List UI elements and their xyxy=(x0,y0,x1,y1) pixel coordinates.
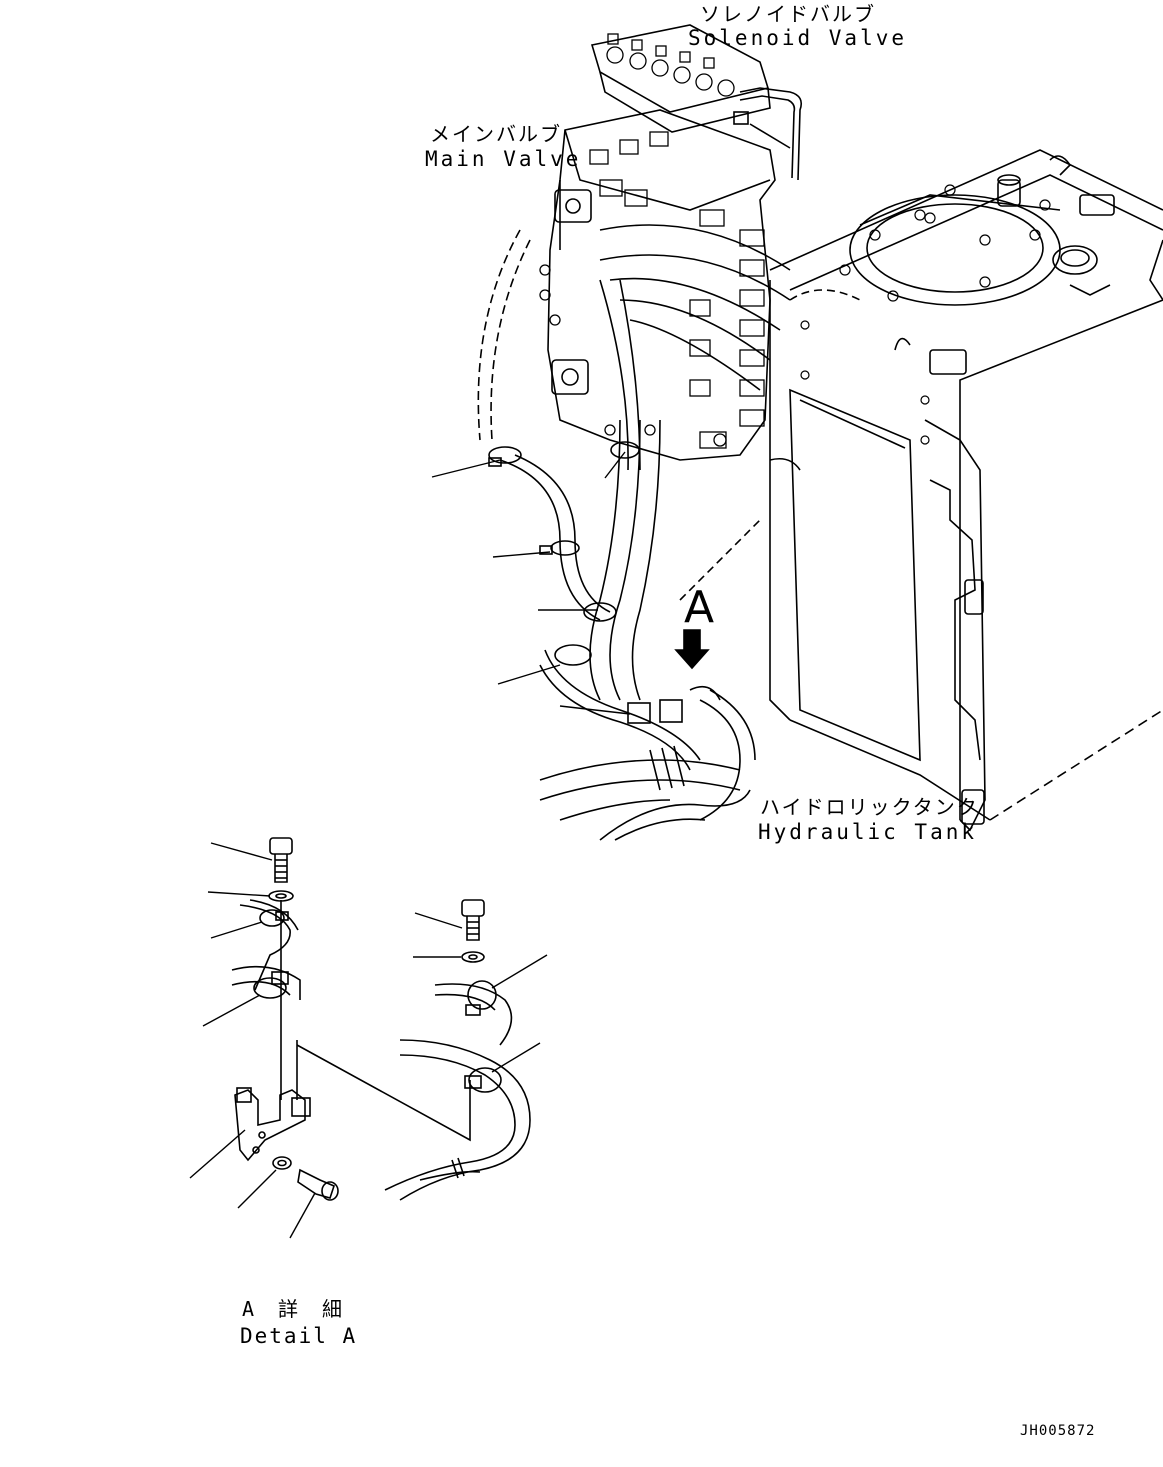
solenoid-valve-label-jp: ソレノイドバルブ xyxy=(700,2,876,26)
main-valve-label-jp: メインバルブ xyxy=(430,122,562,146)
hose-bundle xyxy=(477,229,761,841)
solenoid-valve-assembly xyxy=(590,24,803,181)
drawing-code: JH005872 xyxy=(1020,1423,1096,1439)
hose-clamps xyxy=(488,441,721,724)
view-arrow-a-icon xyxy=(674,629,710,670)
detail-a-label-jp: A 詳 細 xyxy=(241,1297,349,1321)
hydraulic-tank xyxy=(769,149,1163,832)
view-arrow-label: A xyxy=(684,582,715,633)
solenoid-valve-label-en: Solenoid Valve xyxy=(688,26,908,50)
leader-lines-detail xyxy=(189,842,548,1239)
hydraulic-tank-label-jp: ハイドロリックタンク xyxy=(760,795,979,819)
main-valve-label-en: Main Valve xyxy=(425,147,582,171)
detail-a-drawing xyxy=(231,837,531,1201)
leader-lines-main xyxy=(431,451,631,715)
detail-a-label-en: Detail A xyxy=(240,1324,358,1348)
hydraulic-tank-label-en: Hydraulic Tank xyxy=(758,820,978,844)
main-valve-body xyxy=(539,109,791,461)
